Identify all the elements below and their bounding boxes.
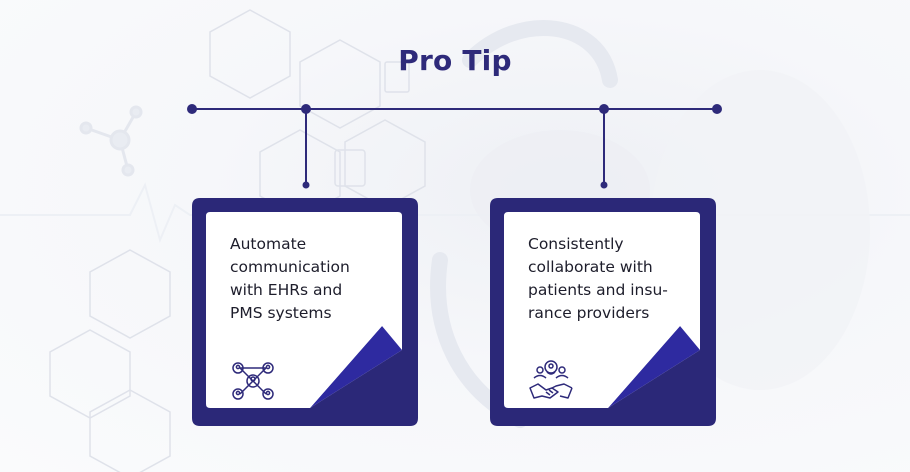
card-text: Automate communication with EHRs and PMS… [230, 233, 398, 325]
card-note: Consistently collaborate with patients a… [504, 212, 700, 408]
page-curl-fold [192, 198, 418, 426]
card-text-line: Automate [230, 235, 307, 253]
connector-node [712, 104, 722, 114]
connector-node [187, 104, 197, 114]
card-text-line: with EHRs and [230, 281, 343, 299]
connector-node [301, 104, 311, 114]
connector-node [599, 104, 609, 114]
page-title: Pro Tip [398, 44, 512, 77]
tip-card-collaborate: Consistently collaborate with patients a… [490, 198, 716, 426]
card-text-line: PMS systems [230, 304, 332, 322]
page-curl-fold [490, 198, 716, 426]
card-text-line: communication [230, 258, 350, 276]
card-text-line: rance providers [528, 304, 650, 322]
connector-end-dot [302, 181, 310, 189]
card-text: Consistently collaborate with patients a… [528, 233, 696, 325]
card-text-line: collaborate with [528, 258, 653, 276]
connector-end-dot [600, 181, 608, 189]
card-text-line: patients and insu- [528, 281, 668, 299]
tip-card-ehr: Automate communication with EHRs and PMS… [192, 198, 418, 426]
network-users-icon [232, 362, 274, 400]
card-text-line: Consistently [528, 235, 624, 253]
team-handshake-icon [529, 360, 573, 399]
